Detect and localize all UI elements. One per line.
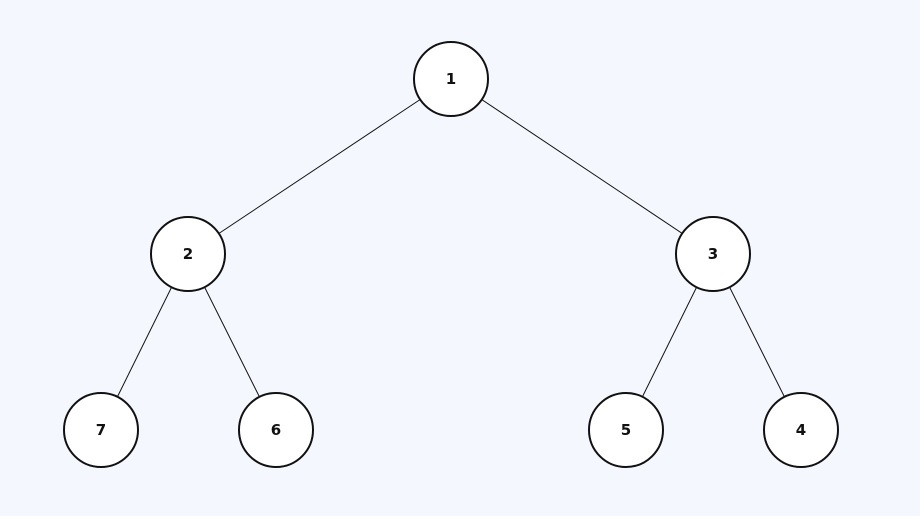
node-circle — [63, 392, 139, 468]
node-circle — [675, 216, 751, 292]
node-circle — [588, 392, 664, 468]
node-label: 6 — [271, 421, 281, 439]
tree-node-1: 1 — [413, 41, 489, 117]
edge-1-3 — [450, 78, 714, 255]
tree-node-5: 5 — [588, 392, 664, 468]
node-circle — [763, 392, 839, 468]
node-circle — [150, 216, 226, 292]
node-label: 7 — [96, 421, 106, 439]
tree-node-7: 7 — [63, 392, 139, 468]
node-circle — [413, 41, 489, 117]
tree-node-2: 2 — [150, 216, 226, 292]
tree-node-6: 6 — [238, 392, 314, 468]
tree-node-3: 3 — [675, 216, 751, 292]
node-label: 4 — [796, 421, 806, 439]
node-label: 5 — [621, 421, 631, 439]
node-label: 2 — [183, 245, 193, 263]
tree-node-4: 4 — [763, 392, 839, 468]
node-label: 1 — [446, 70, 456, 88]
node-label: 3 — [708, 245, 718, 263]
node-circle — [238, 392, 314, 468]
edge-1-2 — [187, 78, 452, 255]
